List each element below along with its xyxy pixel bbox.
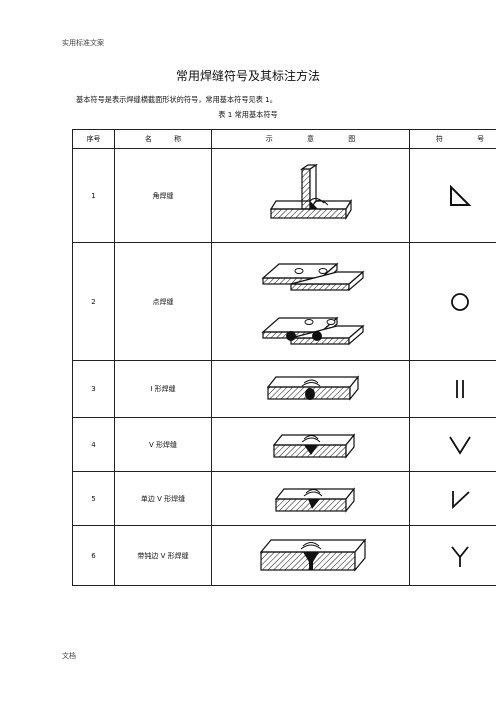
fillet-weld-symbol-icon: [409, 148, 496, 243]
row-number: 6: [72, 525, 115, 586]
row-number: 5: [72, 471, 115, 526]
v-root-face-weld-illustration: [211, 525, 410, 586]
row-name: I 形焊缝: [114, 360, 212, 418]
header-no: 序号: [72, 129, 115, 149]
v-groove-symbol-icon: [409, 417, 496, 472]
table-row: 1 角焊缝: [72, 148, 496, 243]
i-groove-weld-illustration: [211, 360, 410, 418]
row-number: 1: [72, 148, 115, 243]
table-row: 6 带钝边 V 形焊缝: [72, 525, 496, 586]
table-caption: 表 1 常用基本符号: [218, 110, 278, 119]
fillet-weld-illustration: [211, 148, 410, 243]
table-row: 5 单边 V 形焊缝: [72, 471, 496, 526]
table-row: 3 I 形焊缝: [72, 360, 496, 418]
i-groove-symbol-icon: [409, 360, 496, 418]
page-footer: 文档: [62, 652, 76, 660]
page-title: 常用焊缝符号及其标注方法: [175, 69, 320, 83]
row-name: 角焊缝: [114, 148, 212, 243]
bevel-symbol-icon: [409, 471, 496, 526]
row-number: 4: [72, 417, 115, 472]
spot-weld-symbol-icon: [409, 242, 496, 361]
table-row: 2 点焊缝: [72, 242, 496, 361]
row-name: V 形焊缝: [114, 417, 212, 472]
table-header-row: 序号 名 称 示 意 图 符 号: [72, 129, 496, 149]
header-name: 名 称: [114, 129, 212, 149]
row-name: 点焊缝: [114, 242, 212, 361]
row-name: 带钝边 V 形焊缝: [114, 525, 212, 586]
spot-weld-illustration: [211, 242, 410, 361]
row-number: 3: [72, 360, 115, 418]
v-groove-weld-illustration: [211, 417, 410, 472]
page-header: 实用标准文案: [62, 39, 104, 47]
y-groove-symbol-icon: [409, 525, 496, 586]
intro-paragraph: 基本符号是表示焊缝横截面形状的符号，常用基本符号见表 1。: [76, 95, 277, 104]
bevel-weld-illustration: [211, 471, 410, 526]
row-number: 2: [72, 242, 115, 361]
weld-symbol-table: 序号 名 称 示 意 图 符 号 1 角焊缝: [72, 129, 496, 586]
header-symbol: 符 号: [409, 129, 496, 149]
header-illustration: 示 意 图: [211, 129, 410, 149]
row-name: 单边 V 形焊缝: [114, 471, 212, 526]
table-row: 4 V 形焊缝: [72, 417, 496, 472]
